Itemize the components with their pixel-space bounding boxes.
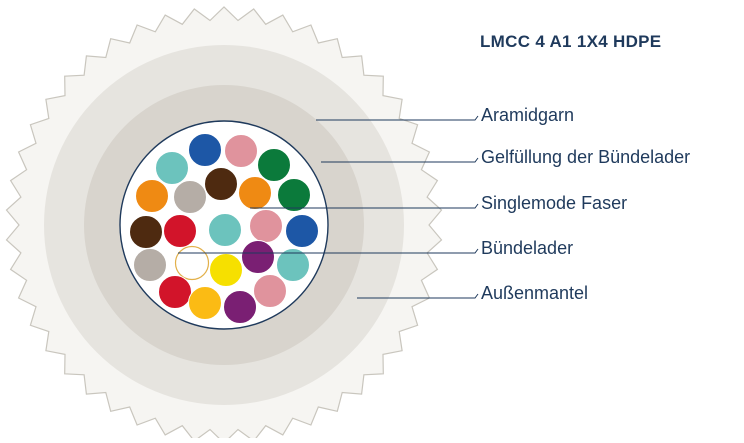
fiber-red: [163, 214, 197, 248]
fiber-red: [158, 275, 192, 309]
fiber-violet: [223, 290, 257, 324]
fiber-white: [174, 245, 210, 281]
leader-line-fiber: [250, 203, 479, 209]
fiber-green: [257, 148, 291, 182]
label-aramid-yarn: Aramidgarn: [481, 105, 574, 125]
leader-line-gel: [321, 157, 479, 163]
fiber-turquoise: [155, 151, 189, 185]
leader-line-tube: [178, 248, 479, 254]
fiber-turquoise: [208, 213, 242, 247]
fiber-bundle: [129, 133, 319, 324]
label-outer-jacket: Außenmantel: [481, 283, 588, 303]
fiber-green: [277, 178, 311, 212]
fiber-pink: [249, 209, 283, 243]
fiber-grey: [173, 180, 207, 214]
fiber-grey: [133, 248, 167, 282]
fiber-blue: [188, 133, 222, 167]
fiber-brown: [204, 167, 238, 201]
fiber-pink: [224, 134, 258, 168]
fiber-blue: [285, 214, 319, 248]
fiber-yellow: [209, 253, 243, 287]
diagram-title: LMCC 4 A1 1X4 HDPE: [480, 32, 661, 51]
fiber-orange: [238, 176, 272, 210]
fiber-turquoise: [276, 248, 310, 282]
leader-line-aramid: [316, 115, 479, 121]
fiber-violet: [241, 240, 275, 274]
label-singlemode-fiber: Singlemode Faser: [481, 193, 627, 213]
fiber-pink: [253, 274, 287, 308]
label-gel-filling: Gelfüllung der Bündelader: [481, 147, 690, 167]
label-loose-tube: Bündelader: [481, 238, 573, 258]
leader-line-jacket: [357, 293, 479, 299]
fiber-brown: [129, 215, 163, 249]
fiber-orange: [135, 179, 169, 213]
fiber-gold: [188, 286, 222, 320]
